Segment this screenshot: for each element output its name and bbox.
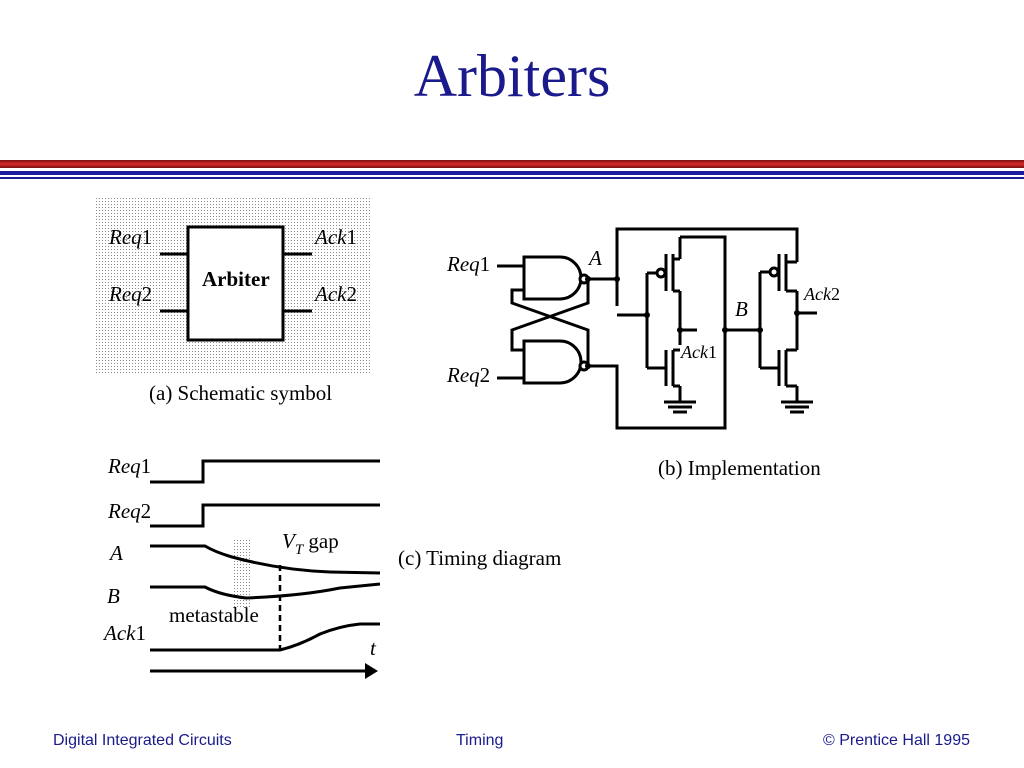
nand-gate-top: [522, 255, 583, 301]
junction-a2: [614, 276, 620, 282]
symbol-req1-label: Req1: [108, 225, 152, 249]
implementation-caption: (b) Implementation: [658, 456, 821, 480]
nand-gate-bottom: [522, 339, 583, 385]
timing-req2-label: Req2: [107, 499, 151, 523]
arbiter-label: Arbiter: [202, 267, 270, 291]
time-axis-arrowhead: [365, 663, 378, 679]
time-label: t: [370, 636, 377, 660]
timing-ack1-label: Ack1: [102, 621, 146, 645]
node-b-wire: [588, 235, 727, 430]
footer-left: Digital Integrated Circuits: [53, 732, 232, 749]
divider-red: [0, 160, 1024, 168]
symbol-req2-label: Req2: [108, 282, 152, 306]
vt-gap-label: VT gap: [282, 529, 339, 558]
node-a-label: A: [587, 246, 602, 270]
pmos2-bubble: [768, 266, 780, 278]
ack1-waveform: [150, 622, 380, 652]
timing-b-label: B: [107, 584, 120, 608]
timing-a-label: A: [108, 541, 123, 565]
metastable-label: metastable: [169, 603, 259, 627]
junction-a: [585, 276, 591, 282]
symbol-caption: (a) Schematic symbol: [149, 381, 332, 405]
vdd-rail: [615, 227, 799, 279]
req2-waveform: [150, 503, 380, 528]
impl-req2-label: Req2: [446, 363, 490, 387]
arbiter-block: [186, 225, 285, 342]
impl-ack2-label: Ack2: [803, 284, 840, 304]
footer-center: Timing: [456, 732, 504, 749]
junction-ack1: [677, 327, 683, 333]
cross-wire-bottom: [510, 279, 590, 352]
implementation-labels: Req1 Req2 A B Ack1 Ack2 (b) Implementati…: [446, 246, 840, 480]
a-waveform: [150, 544, 381, 575]
pmos1-gate-wire: [617, 273, 649, 317]
symbol-ack2-label: Ack2: [313, 282, 357, 306]
timing-req1-label: Req1: [107, 454, 151, 478]
timing-caption: (c) Timing diagram: [398, 546, 561, 570]
schematic-symbol: Arbiter Req1 Req2 Ack1 Ack2 (a) Schemati…: [94, 197, 370, 405]
junction-b2: [722, 327, 728, 333]
node-b-label: B: [735, 297, 748, 321]
req1-waveform: [150, 459, 380, 484]
implementation-circuit: [497, 227, 817, 430]
footer-right: © Prentice Hall 1995: [823, 732, 970, 749]
cross-wire-top: [510, 288, 590, 366]
junction-a3: [644, 312, 650, 318]
impl-ack1-label: Ack1: [680, 342, 717, 362]
divider-blue-thin: [0, 177, 1024, 179]
timing-diagram: Req1 Req2 A B Ack1 VT gap metastable t (…: [102, 454, 561, 679]
junction-b: [585, 363, 591, 369]
slide-title: Arbiters: [413, 43, 611, 109]
junction-ack2: [794, 310, 800, 316]
b-waveform: [150, 582, 381, 600]
symbol-ack1-label: Ack1: [313, 225, 357, 249]
divider-blue: [0, 171, 1024, 175]
impl-req1-label: Req1: [446, 252, 490, 276]
pmos1-bubble: [655, 267, 667, 279]
junction-b3: [757, 327, 763, 333]
